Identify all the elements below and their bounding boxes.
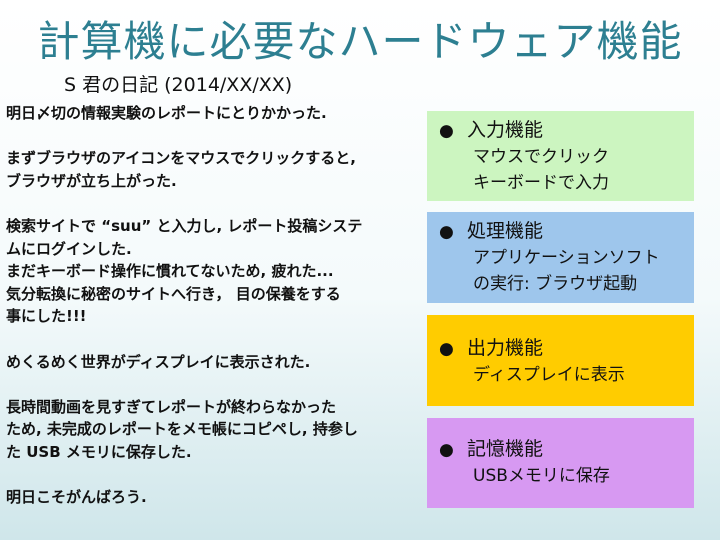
diary-line <box>6 373 426 396</box>
input-function-detail: キーボードで入力 <box>473 173 609 193</box>
output-function-detail: ディスプレイに表示 <box>473 365 625 385</box>
diary-line <box>6 328 426 351</box>
bullet-icon: ● <box>439 440 454 460</box>
diary-line: 明日〆切の情報実験のレポートにとりかかった. <box>6 104 327 122</box>
diary-line: 気分転換に秘密のサイトへ行き， 目の保養をする <box>6 284 341 303</box>
input-function-heading: ● 入力機能 <box>427 117 694 144</box>
diary-line: 事にした!!! <box>6 307 87 326</box>
output-function-title: 出力機能 <box>467 337 544 359</box>
diary-line: 検索サイトで “suu” と入力し, レポート投稿システ <box>6 216 363 235</box>
processing-function-detail: アプリケーションソフト <box>473 248 660 268</box>
diary-line <box>6 464 426 487</box>
diary-line: ため, 未完成のレポートをメモ帳にコピペし, 持参し <box>6 420 358 439</box>
processing-function-box: ● 処理機能 アプリケーションソフト の実行: ブラウザ起動 <box>427 212 694 303</box>
output-function-box: ● 出力機能 ディスプレイに表示 <box>427 315 694 406</box>
diary-line <box>6 192 426 215</box>
bullet-icon: ● <box>439 339 454 359</box>
output-function-heading: ● 出力機能 <box>427 335 694 362</box>
diary-line: ムにログインした. <box>6 239 132 258</box>
slide-title: 計算機に必要なハードウェア機能 <box>37 17 683 66</box>
input-function-detail: マウスでクリック <box>473 147 609 167</box>
processing-function-title: 処理機能 <box>467 220 544 242</box>
storage-function-detail: USBメモリに保存 <box>473 466 610 486</box>
diary-line: ブラウザが立ち上がった. <box>6 171 177 190</box>
input-function-title: 入力機能 <box>467 119 544 141</box>
storage-function-heading: ● 記憶機能 <box>427 436 694 463</box>
diary-text: 明日〆切の情報実験のレポートにとりかかった. まずブラウザのアイコンをマウスでク… <box>6 102 426 509</box>
bullet-icon: ● <box>439 121 454 141</box>
diary-line: た USB メモリに保存した. <box>6 442 192 461</box>
diary-line: まずブラウザのアイコンをマウスでクリックすると, <box>6 149 356 168</box>
diary-title: S 君の日記 (2014/XX/XX) <box>64 74 293 96</box>
input-function-box: ● 入力機能 マウスでクリック キーボードで入力 <box>427 111 694 201</box>
processing-function-heading: ● 処理機能 <box>427 218 694 245</box>
processing-function-detail: の実行: ブラウザ起動 <box>473 274 638 294</box>
storage-function-box: ● 記憶機能 USBメモリに保存 <box>427 418 694 508</box>
diary-line <box>6 125 426 148</box>
diary-line: めくるめく世界がディスプレイに表示された. <box>6 352 311 371</box>
diary-line: まだキーボード操作に慣れてないため, 疲れた... <box>6 262 334 281</box>
diary-line: 長時間動画を見すぎてレポートが終わらなかった <box>6 397 337 416</box>
storage-function-title: 記憶機能 <box>467 438 544 460</box>
diary-line: 明日こそがんばろう. <box>6 488 147 507</box>
bullet-icon: ● <box>439 222 454 242</box>
